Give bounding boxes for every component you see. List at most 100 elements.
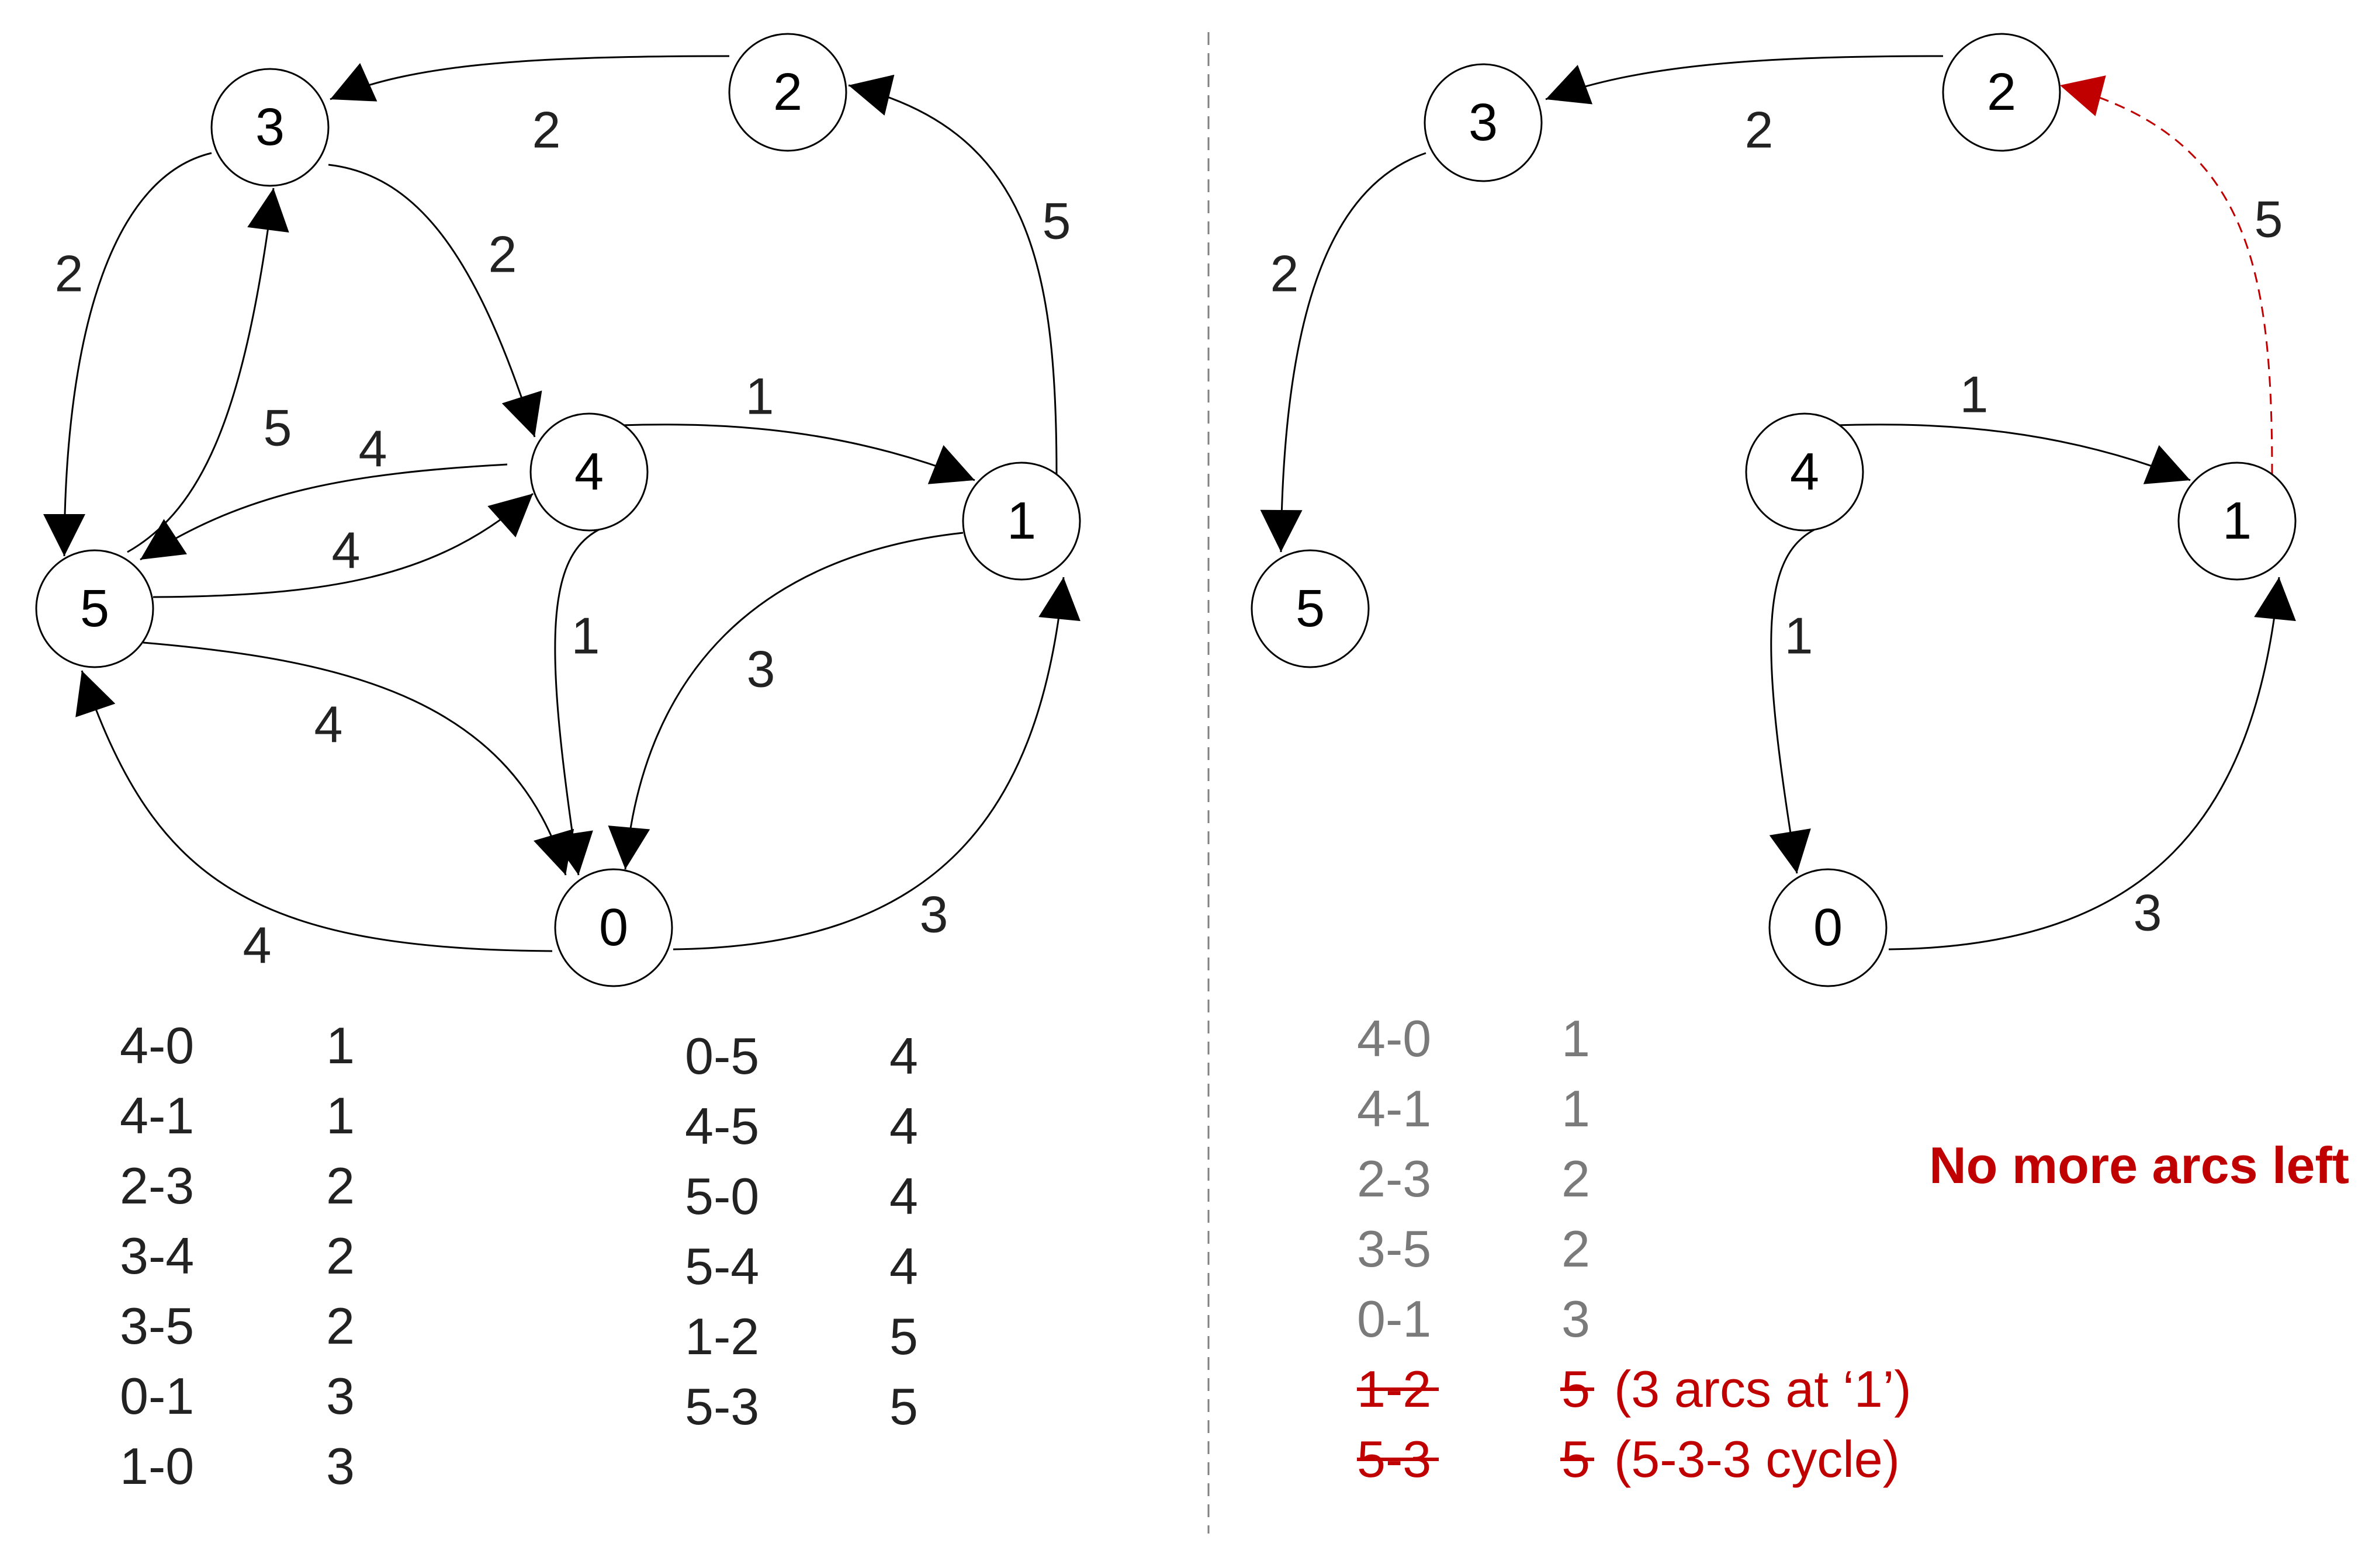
weight-5-4: 4 [332, 522, 361, 580]
arc-cell: 3-5 [1357, 1220, 1431, 1278]
node-0-label: 0 [599, 899, 628, 957]
weight-cell: 4 [889, 1167, 918, 1225]
edge-0-5 [75, 670, 553, 952]
weight-4-0: 1 [1785, 607, 1813, 665]
edge-5-3 [127, 188, 289, 553]
weight-1-0: 3 [747, 640, 775, 698]
node-5-label: 5 [1296, 580, 1325, 638]
edge-4-5 [140, 463, 508, 561]
node-1 [962, 462, 1081, 581]
node-2 [728, 33, 847, 152]
node-4-label: 4 [574, 443, 604, 501]
weight-cell: 1 [326, 1087, 355, 1144]
node-4 [1745, 412, 1864, 532]
node-0 [554, 868, 673, 987]
weight-cell: 4 [889, 1027, 918, 1085]
edge-3-5 [43, 152, 212, 557]
weight-3-4: 2 [489, 226, 517, 283]
edge-3-5 [1260, 152, 1426, 553]
weight-cell: 3 [326, 1437, 355, 1495]
node-4 [529, 412, 649, 532]
left-graph: 3 2 4 1 5 0 2 2 2 5 4 4 1 1 3 4 4 3 5 [35, 33, 1081, 987]
arc-cell: 4-5 [685, 1097, 759, 1155]
node-1-label: 1 [1007, 492, 1036, 550]
node-3 [210, 68, 330, 187]
weight-4-5: 4 [359, 420, 387, 478]
node-2-label: 2 [773, 63, 802, 122]
edge-2-3 [330, 55, 730, 102]
weight-5-0: 4 [314, 696, 343, 754]
arc-cell: 1-2 [685, 1307, 759, 1365]
rejection-reason: (5-3-3 cycle) [1614, 1430, 1900, 1488]
weight-4-0: 1 [572, 607, 600, 665]
weight-cell: 3 [326, 1367, 355, 1425]
arc-cell: 0-5 [685, 1027, 759, 1085]
node-0 [1768, 868, 1888, 987]
node-5 [35, 549, 154, 668]
edge-4-1 [1836, 424, 2191, 484]
arc-cell: 5-4 [685, 1237, 759, 1295]
status-note: No more arcs left [1929, 1136, 2349, 1194]
edge-5-4 [153, 492, 534, 598]
node-3 [1424, 63, 1543, 182]
arc-cell: 4-0 [1357, 1010, 1431, 1067]
weight-cell: 5 [889, 1307, 918, 1365]
edge-1-2 [848, 74, 1058, 475]
weight-4-1: 1 [1960, 366, 1989, 424]
arc-cell: 3-5 [120, 1297, 194, 1355]
weight-4-1: 1 [746, 367, 774, 425]
left-arc-table: 4-0 1 4-1 1 2-3 2 3-4 2 3-5 2 0-1 3 1-0 … [120, 1017, 918, 1495]
weight-3-5: 2 [1270, 245, 1299, 303]
edge-1-2-rejected [2059, 75, 2273, 475]
node-2 [1942, 33, 2061, 152]
node-3-label: 3 [1469, 93, 1498, 152]
edge-1-0 [608, 532, 964, 870]
right-arc-table: 4-0 1 4-1 1 2-3 2 3-5 2 0-1 3 1-2 5 (3 a… [1357, 1010, 2349, 1488]
node-4-label: 4 [1790, 443, 1819, 501]
weight-5-3: 5 [264, 399, 292, 457]
node-5 [1251, 549, 1370, 668]
right-graph: 3 2 4 1 5 0 2 2 1 1 3 5 [1251, 33, 2297, 987]
arc-cell: 5-0 [685, 1167, 759, 1225]
weight-cell: 2 [1561, 1150, 1590, 1208]
node-0-label: 0 [1813, 899, 1843, 957]
arc-cell: 4-0 [120, 1017, 194, 1074]
edge-3-4 [328, 164, 542, 438]
weight-2-3: 2 [1745, 101, 1774, 159]
arc-cell: 1-0 [120, 1437, 194, 1495]
weight-cell: 3 [1561, 1290, 1590, 1348]
weight-cell: 1 [1561, 1010, 1590, 1067]
arc-cell: 2-3 [1357, 1150, 1431, 1208]
weight-cell: 5 [889, 1378, 918, 1435]
node-1 [2177, 462, 2297, 581]
weight-1-2: 5 [1043, 192, 1071, 250]
weight-1-2: 5 [2255, 190, 2283, 248]
weight-2-3: 2 [532, 101, 561, 159]
rejection-reason: (3 arcs at ‘1’) [1614, 1360, 1912, 1418]
weight-3-5: 2 [55, 245, 84, 303]
edge-0-1 [673, 577, 1081, 950]
edge-2-3 [1545, 55, 1944, 105]
weight-cell: 1 [326, 1017, 355, 1074]
arc-cell: 0-1 [120, 1367, 194, 1425]
edge-4-0 [1769, 525, 1824, 874]
edge-0-1 [1888, 577, 2296, 950]
arc-cell: 0-1 [1357, 1290, 1431, 1348]
node-3-label: 3 [255, 98, 285, 157]
weight-0-5: 4 [243, 917, 272, 974]
node-2-label: 2 [1987, 63, 2016, 122]
weight-cell: 4 [889, 1097, 918, 1155]
weight-cell: 1 [1561, 1080, 1590, 1137]
arc-cell: 5-3 [685, 1378, 759, 1435]
node-1-label: 1 [2222, 492, 2252, 550]
node-5-label: 5 [80, 580, 109, 638]
arc-cell: 3-4 [120, 1227, 194, 1285]
arc-cell: 4-1 [1357, 1080, 1431, 1137]
edge-4-1 [620, 424, 975, 484]
weight-cell: 4 [889, 1237, 918, 1295]
weight-cell: 2 [326, 1227, 355, 1285]
arc-cell: 4-1 [120, 1087, 194, 1144]
weight-cell: 2 [326, 1157, 355, 1215]
weight-0-1: 3 [2134, 884, 2162, 942]
